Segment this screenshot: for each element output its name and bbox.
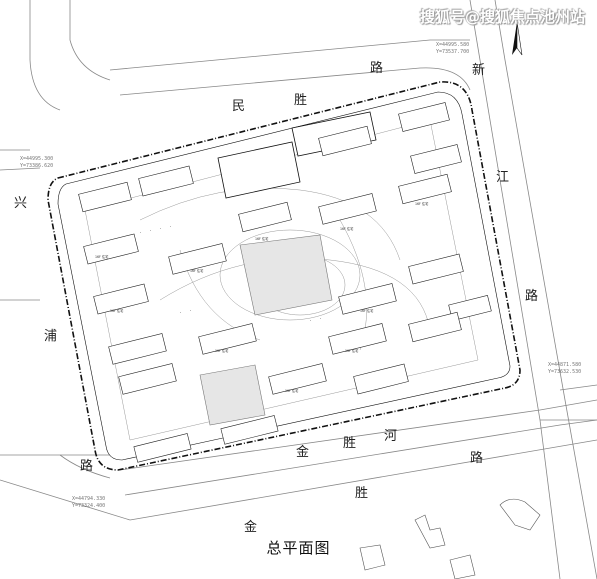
coord-bottom-left-y: Y=73324.400 <box>72 503 105 509</box>
coord-right-x: X=44871.580 <box>548 362 581 368</box>
coord-bottom-left-x: X=44794.330 <box>72 496 105 502</box>
coord-right-y: Y=73632.530 <box>548 369 581 375</box>
road-label-top-min: 民 <box>232 99 245 114</box>
building-label: 16F 住宅 <box>255 236 268 241</box>
road-label-bottom-sheng: 胜 <box>355 486 368 501</box>
river-label-sheng: 胜 <box>343 436 356 451</box>
road-label-top-sheng: 胜 <box>294 93 307 108</box>
building-label: 16F 住宅 <box>345 348 358 353</box>
coord-top-right-y: Y=73537.700 <box>436 49 469 55</box>
coord-left-y: Y=73386.620 <box>20 163 53 169</box>
road-label-right-lu: 路 <box>525 288 538 304</box>
road-label-left-xing: 兴 <box>14 196 27 211</box>
building-label: 16F 住宅 <box>190 268 203 273</box>
drawing-title: 总平面图 <box>266 539 331 557</box>
road-label-right-xin: 新 <box>472 62 485 78</box>
building-label: 16F 住宅 <box>215 348 228 353</box>
building-label: 16F 住宅 <box>285 388 298 393</box>
river-label-he: 河 <box>384 429 397 444</box>
road-label-left-pu: 浦 <box>44 329 57 344</box>
road-label-bottom-jin: 金 <box>244 519 257 535</box>
building-label: 16F 住宅 <box>95 254 108 259</box>
watermark: 搜狐号@搜狐焦点池州站 <box>419 8 585 26</box>
river-label-jin: 金 <box>296 444 309 460</box>
north-arrow-icon <box>512 21 523 56</box>
building-label: 16F 住宅 <box>415 201 428 206</box>
road-label-bottom-lu: 路 <box>470 450 483 466</box>
road-label-left-lu: 路 <box>80 458 93 474</box>
building-label: 16F 住宅 <box>340 226 353 231</box>
road-label-top-lu: 路 <box>370 60 383 76</box>
building-label: 16F 住宅 <box>110 308 123 313</box>
coord-top-right-x: X=44995.580 <box>436 42 469 48</box>
coord-left-x: X=44995.300 <box>20 156 53 162</box>
building-label: 16F 住宅 <box>360 308 373 313</box>
road-label-right-jiang: 江 <box>496 170 509 185</box>
